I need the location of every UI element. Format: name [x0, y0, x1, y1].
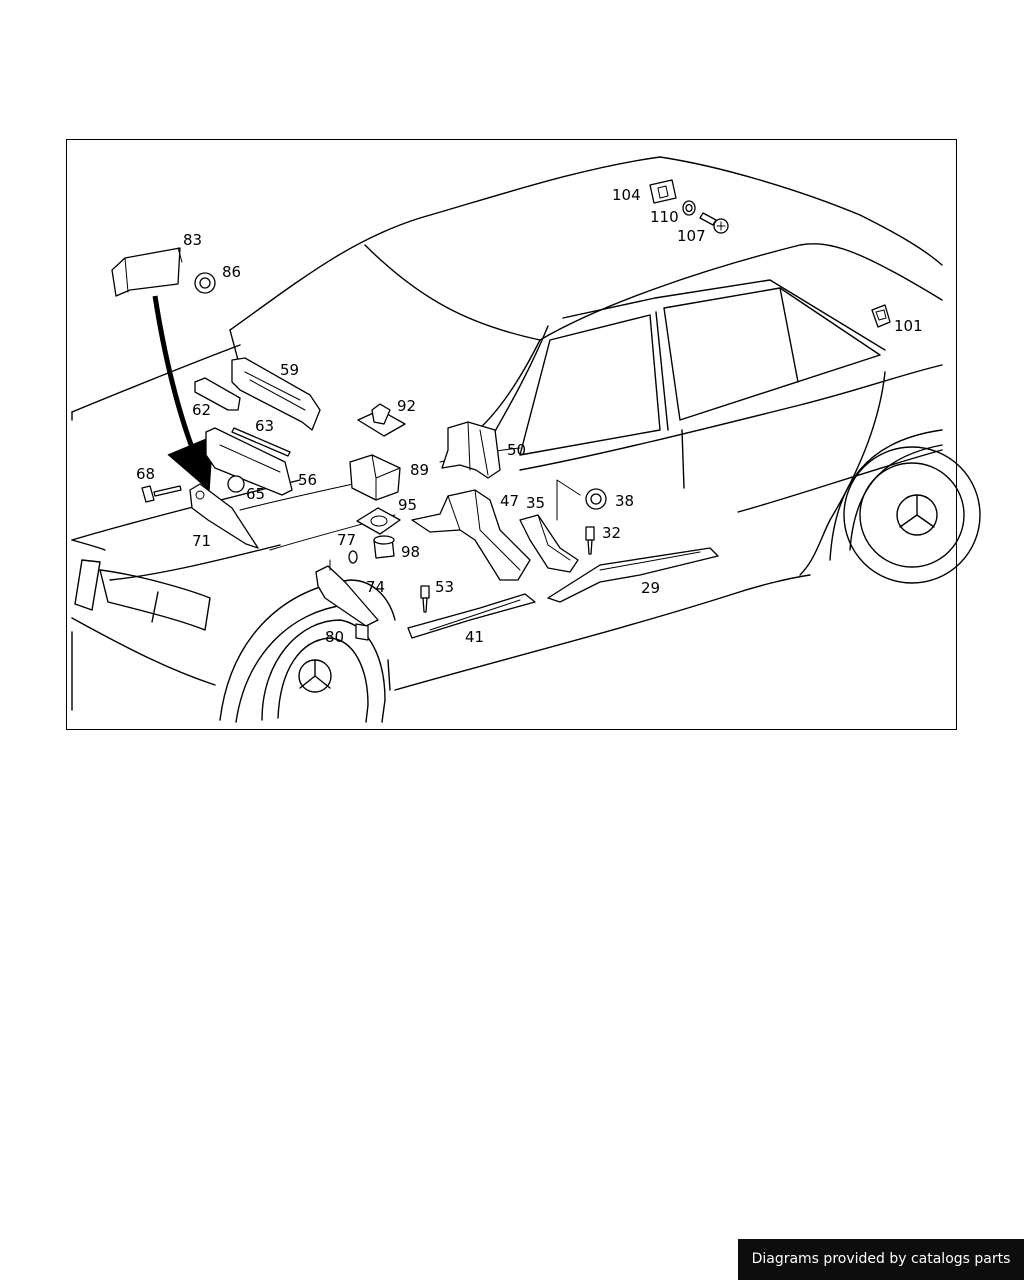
callout-29: 29	[641, 579, 660, 597]
part-32	[585, 526, 595, 555]
callout-38: 38	[615, 492, 634, 510]
part-92	[357, 403, 406, 437]
part-50	[441, 421, 501, 479]
callout-59: 59	[280, 361, 299, 379]
callout-83: 83	[183, 231, 202, 249]
callout-56: 56	[298, 471, 317, 489]
part-80	[355, 623, 369, 641]
part-68	[141, 485, 182, 503]
part-35	[519, 514, 579, 573]
callout-89: 89	[410, 461, 429, 479]
part-63	[231, 427, 291, 457]
callout-104: 104	[612, 186, 641, 204]
part-65	[227, 475, 245, 493]
callout-71: 71	[192, 532, 211, 550]
part-89	[349, 454, 401, 501]
part-83	[111, 247, 183, 297]
callout-62: 62	[192, 401, 211, 419]
callout-95: 95	[398, 496, 417, 514]
part-107	[699, 212, 729, 234]
car-body-outline	[71, 156, 981, 723]
part-71	[189, 483, 259, 549]
callout-32: 32	[602, 524, 621, 542]
part-38	[556, 479, 607, 521]
callout-98: 98	[401, 543, 420, 561]
callout-107: 107	[677, 227, 706, 245]
callout-65: 65	[246, 485, 265, 503]
callout-101: 101	[894, 317, 923, 335]
part-86	[194, 272, 216, 294]
callout-41: 41	[465, 628, 484, 646]
part-77	[348, 550, 358, 564]
callout-63: 63	[255, 417, 274, 435]
arrow-83-to-71	[152, 295, 214, 492]
part-95	[356, 507, 401, 535]
part-110	[682, 200, 696, 216]
part-56	[205, 427, 293, 496]
callout-68: 68	[136, 465, 155, 483]
callout-50: 50	[507, 441, 526, 459]
callout-86: 86	[222, 263, 241, 281]
callout-74: 74	[366, 578, 385, 596]
part-98	[373, 535, 395, 559]
callout-labels: 83 86 104 110 107 101 59 62 92 63 50 89 …	[136, 186, 923, 646]
part-59	[231, 357, 321, 431]
callout-47: 47	[500, 492, 519, 510]
part-104	[649, 179, 677, 204]
part-101	[871, 304, 891, 328]
callout-35: 35	[526, 494, 545, 512]
callout-77: 77	[337, 531, 356, 549]
part-47	[411, 489, 531, 581]
part-62	[194, 377, 241, 411]
part-41	[407, 593, 536, 639]
callout-80: 80	[325, 628, 344, 646]
part-29	[547, 547, 719, 603]
callout-110: 110	[650, 208, 679, 226]
part-53	[420, 585, 430, 613]
part-74	[315, 559, 379, 627]
callout-92: 92	[397, 397, 416, 415]
callout-53: 53	[435, 578, 454, 596]
attribution-badge: Diagrams provided by catalogs parts	[738, 1239, 1024, 1280]
